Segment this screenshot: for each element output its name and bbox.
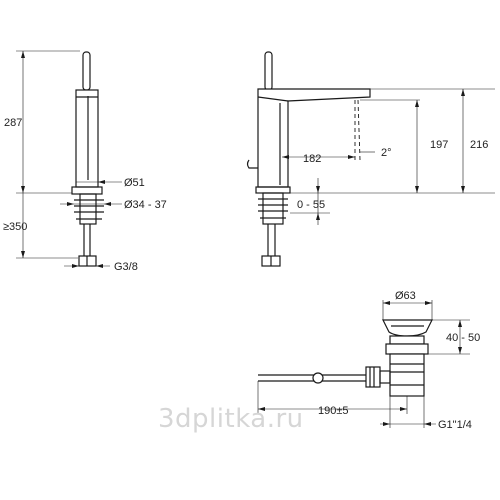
angle-2deg-label: 2° <box>381 147 392 159</box>
deck-range-label: 0 - 55 <box>297 199 325 211</box>
height-197-label: 197 <box>430 139 448 151</box>
diameter-34-37-label: Ø34 - 37 <box>124 199 167 211</box>
thread-g1-label: G1"1/4 <box>438 419 472 431</box>
projection-182-label: 182 <box>303 153 321 165</box>
height-287-label: 287 <box>4 117 22 129</box>
front-view: 287 ≥350 Ø51 Ø34 - 37 G3/8 <box>3 50 167 273</box>
side-view: 182 2° 197 216 0 - 55 <box>246 51 495 267</box>
height-40-50-label: 40 - 50 <box>446 332 480 344</box>
watermark: 3dplitka.ru <box>158 404 304 434</box>
diameter-63-label: Ø63 <box>395 290 416 302</box>
reach-350-label: ≥350 <box>3 221 27 233</box>
height-216-label: 216 <box>470 139 488 151</box>
thread-g38-label: G3/8 <box>114 261 138 273</box>
rod-length-label: 190±5 <box>318 405 349 417</box>
diameter-51-label: Ø51 <box>124 177 145 189</box>
waste-view: Ø63 40 - 50 190±5 G1"1/4 <box>257 290 480 431</box>
